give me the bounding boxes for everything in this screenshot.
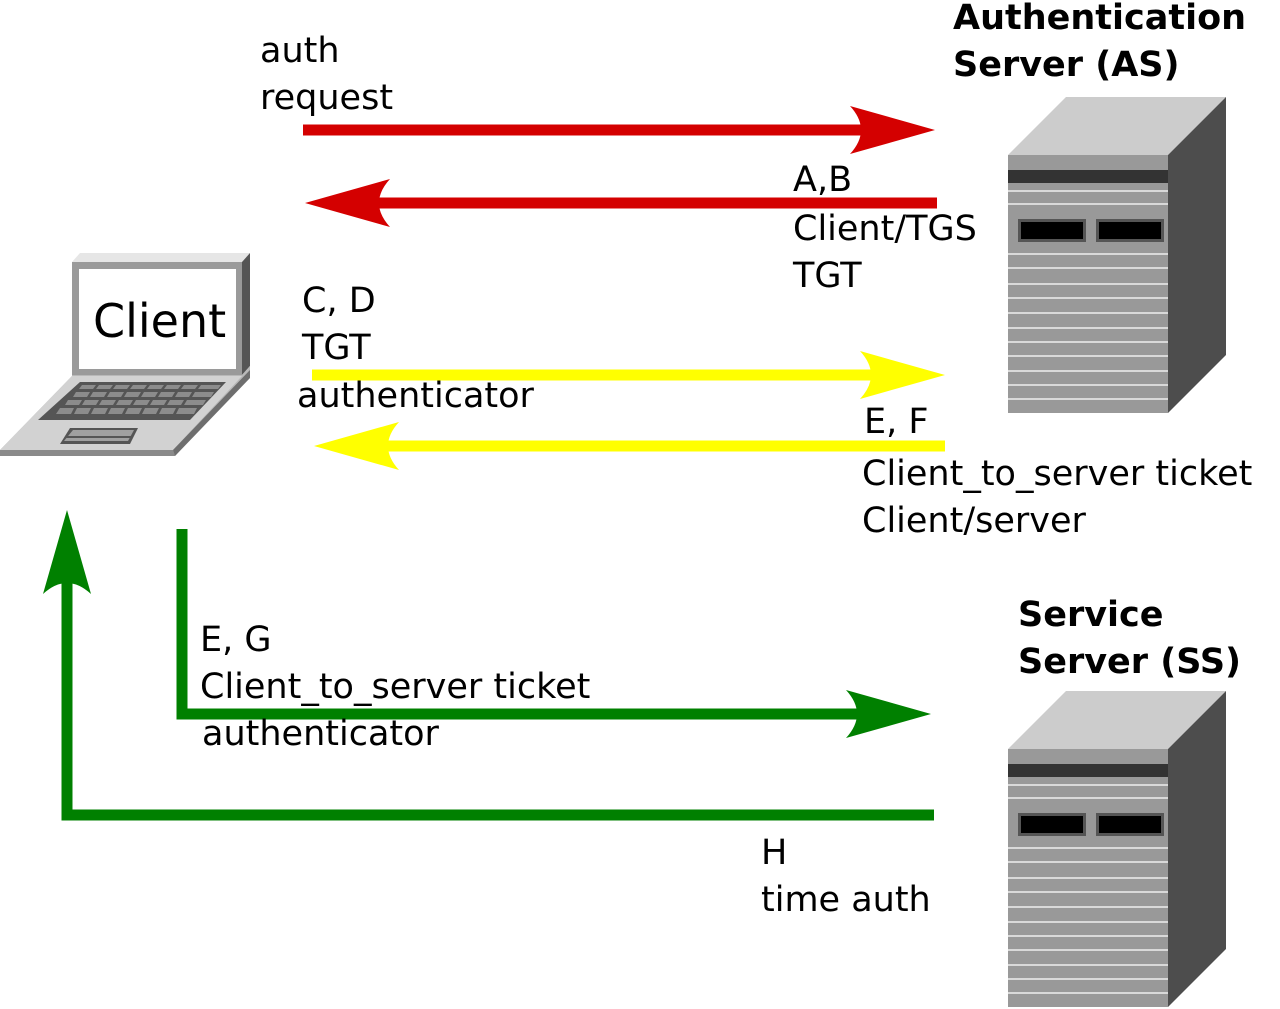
msg-ab-line3: TGT bbox=[792, 256, 862, 296]
as-title-line2: Server (AS) bbox=[953, 45, 1180, 85]
msg-ab-line2: Client/TGS bbox=[793, 209, 977, 249]
arrow-eg-request bbox=[176, 529, 931, 738]
msg-ab-line1: A,B bbox=[793, 160, 852, 200]
ss-server-icon bbox=[1008, 691, 1226, 1007]
arrow-auth-request bbox=[303, 106, 935, 154]
arrow-h-response bbox=[43, 510, 934, 821]
msg-ef-line3: Client/server bbox=[862, 501, 1087, 541]
client-label: Client bbox=[93, 294, 226, 348]
msg-cd-line2: TGT bbox=[301, 328, 371, 368]
laptop-icon bbox=[0, 253, 250, 456]
msg-auth-line1: auth bbox=[260, 31, 340, 71]
msg-eg-line2: Client_to_server ticket bbox=[200, 667, 590, 707]
msg-ef-line2: Client_to_server ticket bbox=[862, 454, 1252, 494]
arrow-ab-response bbox=[305, 179, 937, 227]
ss-title-line1: Service bbox=[1018, 595, 1164, 635]
msg-h-line1: H bbox=[761, 833, 787, 873]
ss-title-line2: Server (SS) bbox=[1018, 642, 1241, 682]
msg-auth-line2: request bbox=[260, 78, 393, 118]
arrow-ef-response bbox=[314, 422, 945, 470]
arrow-cd-request bbox=[312, 351, 945, 399]
msg-h-line2: time auth bbox=[761, 880, 931, 920]
as-title-line1: Authentication bbox=[953, 0, 1246, 38]
as-server-icon bbox=[1008, 97, 1226, 413]
msg-ef-line1: E, F bbox=[864, 402, 929, 442]
msg-cd-line3: authenticator bbox=[297, 376, 535, 416]
msg-eg-line1: E, G bbox=[200, 620, 272, 660]
keyboard-keys bbox=[56, 385, 221, 414]
msg-eg-line3: authenticator bbox=[202, 714, 440, 754]
msg-cd-line1: C, D bbox=[302, 281, 376, 321]
